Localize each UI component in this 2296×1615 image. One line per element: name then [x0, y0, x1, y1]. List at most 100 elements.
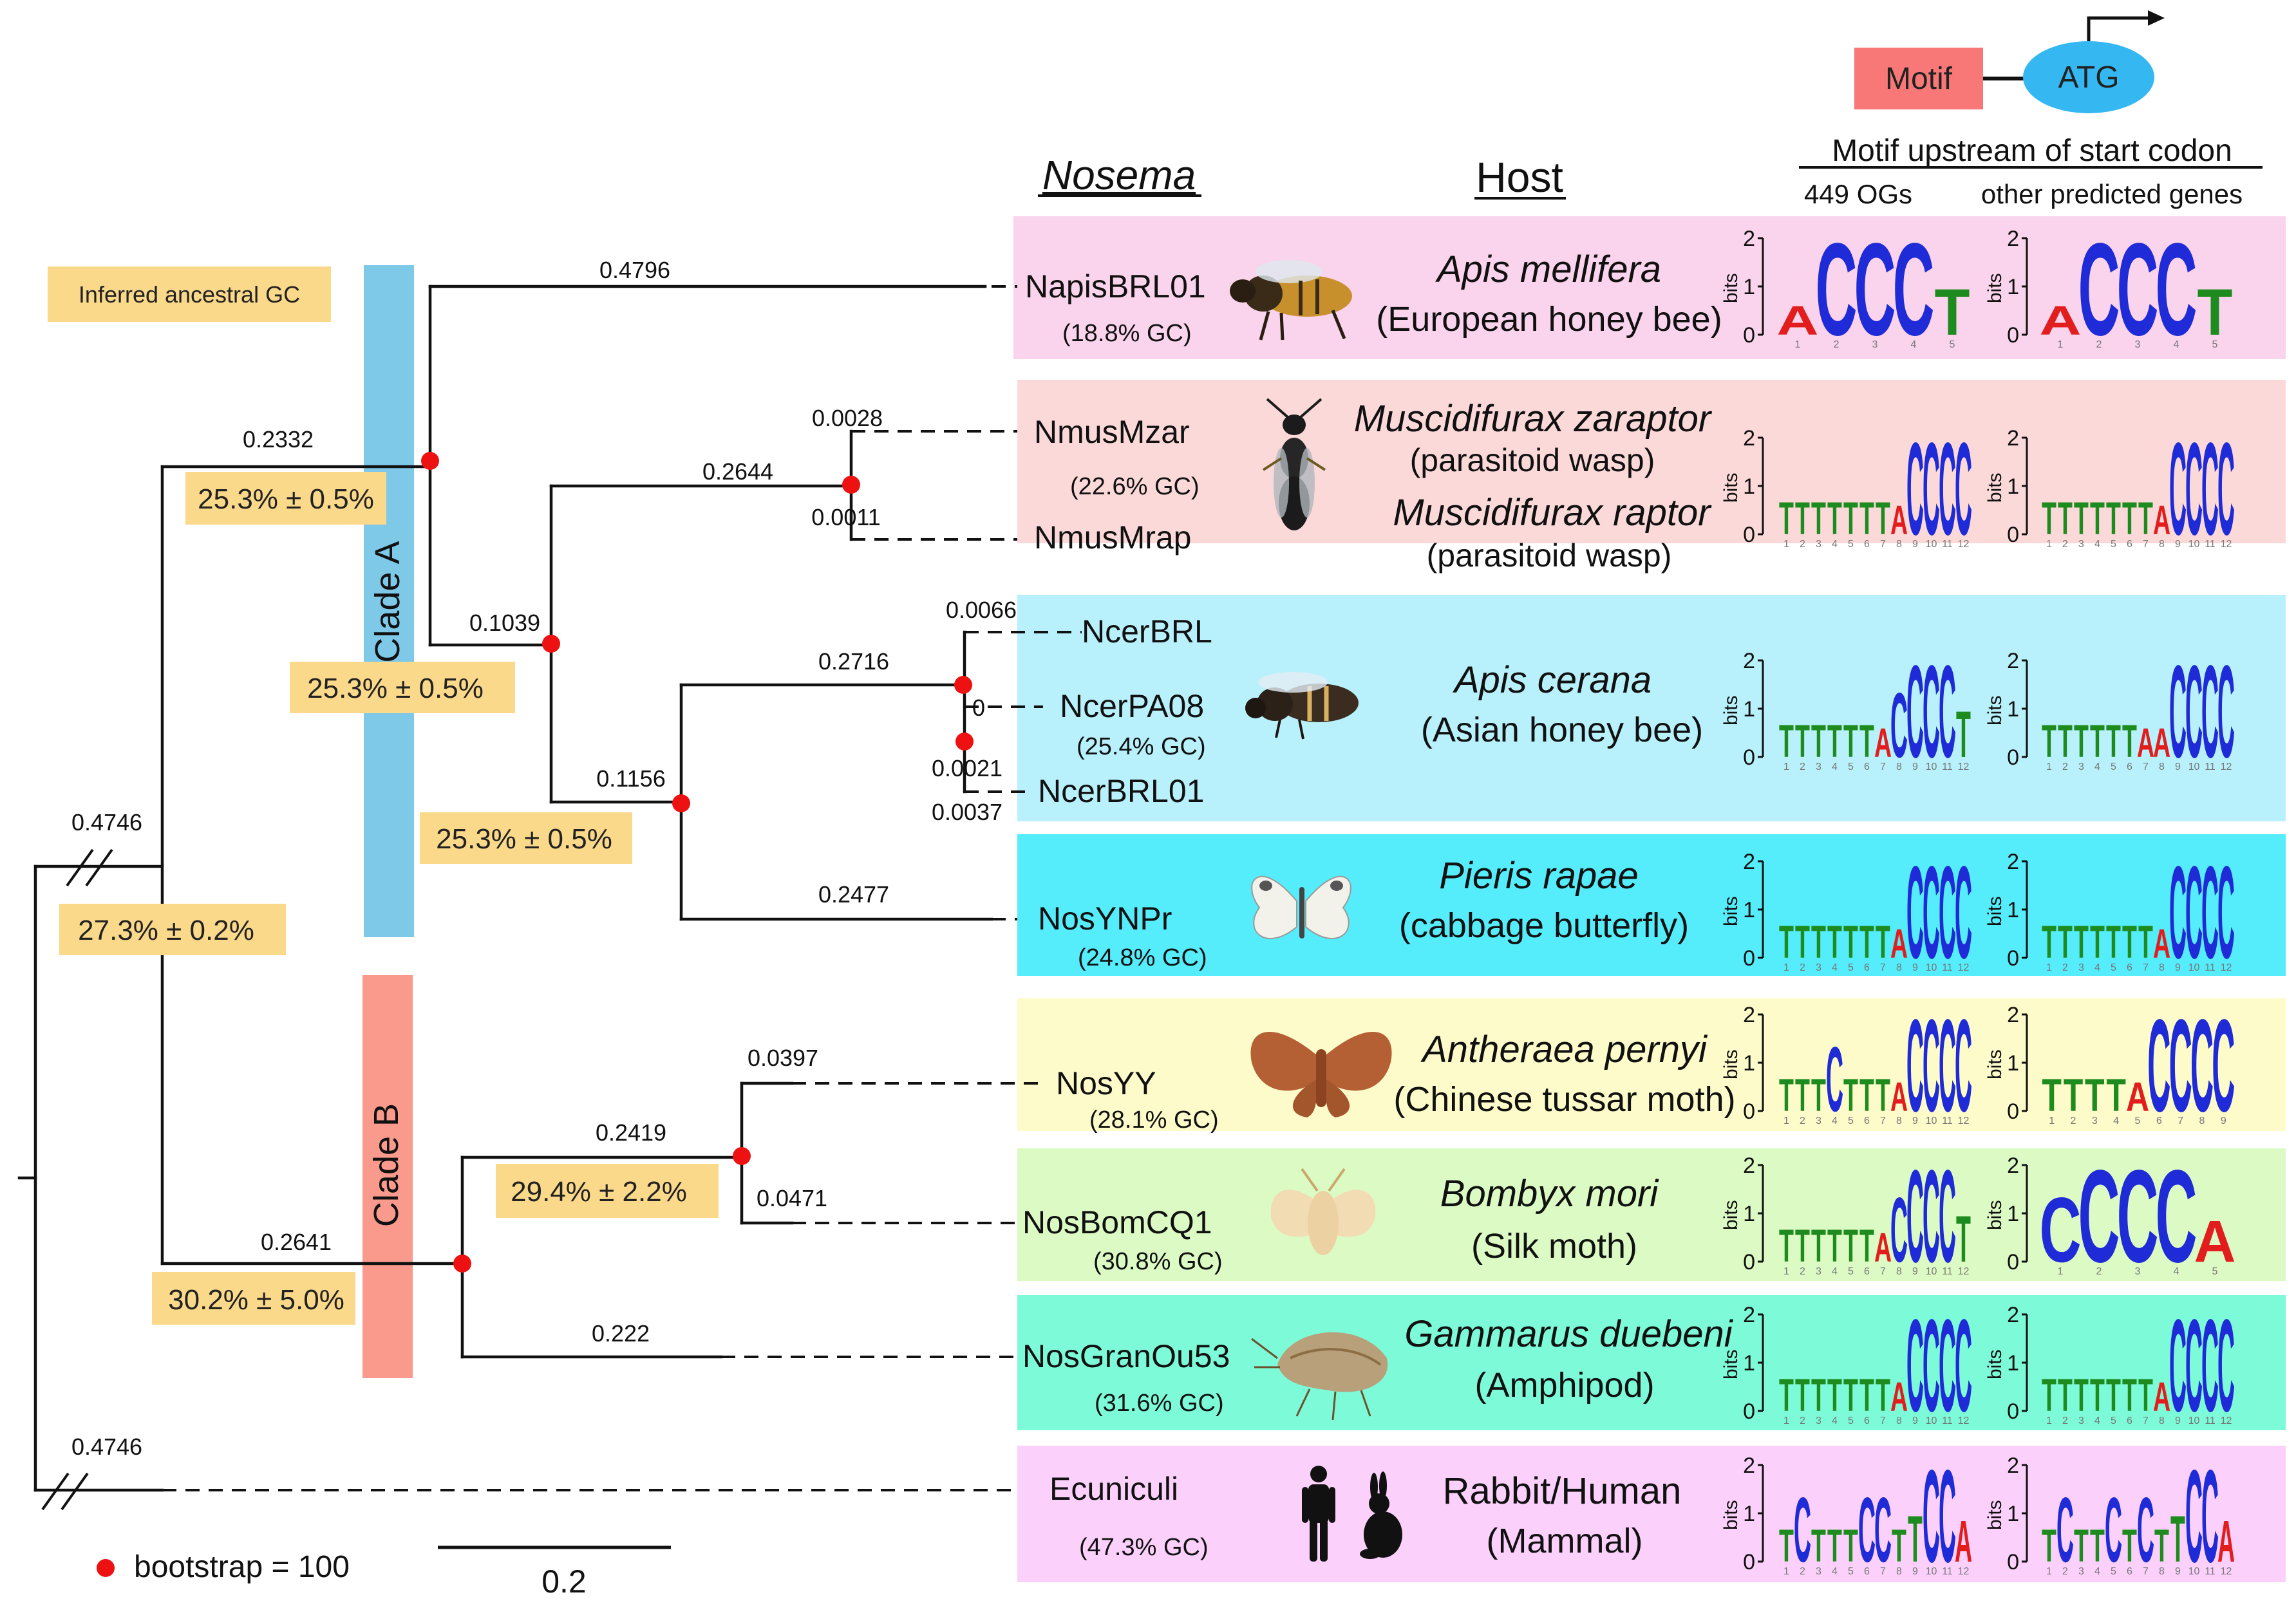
logo-tick: 1 — [1743, 474, 1755, 499]
logo-position: 5 — [2111, 1566, 2116, 1577]
logo-letter: T — [2058, 917, 2073, 968]
logo-letter: T — [1859, 493, 1874, 545]
logo-position: 1 — [1783, 539, 1789, 550]
logo-position: 12 — [1958, 1266, 1970, 1277]
nosema-name: NcerPA08 — [1060, 688, 1204, 724]
logo-letter: A — [1777, 297, 1819, 344]
logo-letter: T — [1859, 1220, 1874, 1272]
clade-a-bar — [364, 265, 414, 937]
logo-tick: 2 — [2007, 850, 2019, 874]
logo-letter: T — [2074, 493, 2089, 545]
logo-position: 1 — [1783, 962, 1789, 973]
panel-nmus — [1017, 380, 2286, 543]
logo-position: 8 — [1896, 761, 1902, 772]
logo-position: 10 — [1926, 539, 1937, 550]
nosema-gc: (24.8% GC) — [1078, 944, 1207, 971]
logo-letter: A — [2153, 498, 2170, 544]
logo-letter: A — [2194, 1209, 2236, 1274]
logo-letter: T — [1859, 1370, 1874, 1421]
logo-letter: C — [1939, 416, 1956, 563]
nosema-labels: NapisBRL01 (18.8% GC) NmusMzar (22.6% GC… — [1022, 268, 1230, 1561]
logo-tick: 0 — [1743, 1399, 1755, 1424]
logo-letter: A — [2126, 1074, 2149, 1121]
logo-letter: A — [1874, 1225, 1892, 1271]
logo-letter: C — [2169, 416, 2187, 563]
logo-tick: 1 — [1743, 1502, 1755, 1526]
logo-tick: 0 — [2007, 1399, 2019, 1424]
logo-position: 7 — [2178, 1116, 2183, 1126]
logo-tick: 1 — [2007, 1351, 2019, 1376]
logo-position: 2 — [2071, 1116, 2076, 1126]
panel-ecuniculi — [1017, 1446, 2286, 1582]
logo-tick: 0 — [2007, 323, 2019, 348]
logo-letter: T — [1843, 716, 1858, 767]
logo-position: 9 — [2221, 1116, 2226, 1126]
atg-oval — [2023, 41, 2154, 113]
logo-tick: 1 — [2007, 474, 2019, 499]
logo-position: 5 — [2111, 1415, 2116, 1426]
human-icon — [1302, 1466, 1335, 1562]
logo-letter: T — [2106, 1070, 2126, 1121]
logo-letter: C — [2201, 416, 2219, 563]
logo-letter: T — [1935, 276, 1970, 350]
logo-letter: C — [1906, 1293, 1924, 1439]
nosema-gc: (31.6% GC) — [1095, 1390, 1224, 1417]
logo-position: 3 — [1816, 1566, 1821, 1577]
rabbit-icon — [1360, 1471, 1402, 1559]
logo-tick: 0 — [2007, 523, 2019, 547]
logo-letter: C — [2078, 1143, 2120, 1290]
logo-position: 9 — [1912, 761, 1918, 772]
logo-letter: T — [2042, 1520, 2056, 1572]
logo-position: 6 — [1864, 1415, 1870, 1426]
logo-letter: T — [1843, 1220, 1858, 1272]
host-latin: Muscidifurax zaraptor — [1354, 398, 1713, 440]
logo-letter: C — [2217, 416, 2235, 563]
logo-letter: C — [1923, 416, 1940, 563]
logo-position: 1 — [1783, 1566, 1789, 1577]
logo-position: 5 — [1848, 1116, 1854, 1126]
clade-b-bar — [362, 975, 413, 1378]
branch-length: 0.0037 — [932, 799, 1002, 825]
logo-tick: 0 — [2007, 946, 2019, 971]
logo-position: 12 — [2221, 1566, 2232, 1577]
logo-position: 7 — [1880, 539, 1886, 550]
host-latin: Antheraea pernyi — [1420, 1029, 1708, 1070]
logo-tick: 0 — [1743, 1099, 1755, 1124]
logo-position: 12 — [2221, 761, 2232, 772]
logo-position: 12 — [1958, 761, 1970, 772]
logo-position: 8 — [2199, 1116, 2205, 1126]
logo-letter: A — [1890, 1074, 1908, 1121]
logo-letter: T — [2154, 1520, 2169, 1572]
logo-position: 5 — [1848, 761, 1854, 772]
atg-label: ATG — [2058, 61, 2119, 95]
branch-length: 0 — [972, 695, 985, 721]
logo-tick: 1 — [1743, 1351, 1755, 1376]
logo-letter: C — [1939, 839, 1956, 986]
logo-letter: T — [2122, 1370, 2137, 1421]
logo-letter: T — [1876, 1070, 1890, 1121]
motif-box — [1854, 48, 1983, 109]
logo-letter: C — [1955, 993, 1972, 1139]
gc-label: 27.3% ± 0.2% — [78, 915, 254, 946]
logo-letter: T — [2042, 1370, 2056, 1421]
logo-letter: T — [1779, 1520, 1794, 1572]
logo-tick: 2 — [1743, 1153, 1755, 1178]
logo-position: 11 — [1942, 1566, 1953, 1577]
logo-letter: C — [1923, 1143, 1940, 1290]
logo-position: 6 — [1864, 962, 1870, 973]
logo-position: 4 — [1832, 1116, 1838, 1126]
motif-schematic: Motif ATG — [1854, 10, 2165, 113]
logo-position: 6 — [1864, 1566, 1870, 1577]
host-latin: Gammarus duebeni — [1404, 1313, 1733, 1355]
logo-position: 6 — [2127, 761, 2132, 772]
branch-length: 0.1156 — [596, 765, 665, 792]
logo-letter: T — [2042, 917, 2056, 968]
logo-position: 10 — [2188, 761, 2200, 772]
logo-letter: T — [2058, 493, 2073, 545]
logo-position: 3 — [1816, 1116, 1821, 1126]
logo-letter: C — [2056, 1479, 2074, 1582]
logo-axis-label: bits — [1720, 1500, 1742, 1530]
logo-letter: C — [2169, 639, 2187, 785]
